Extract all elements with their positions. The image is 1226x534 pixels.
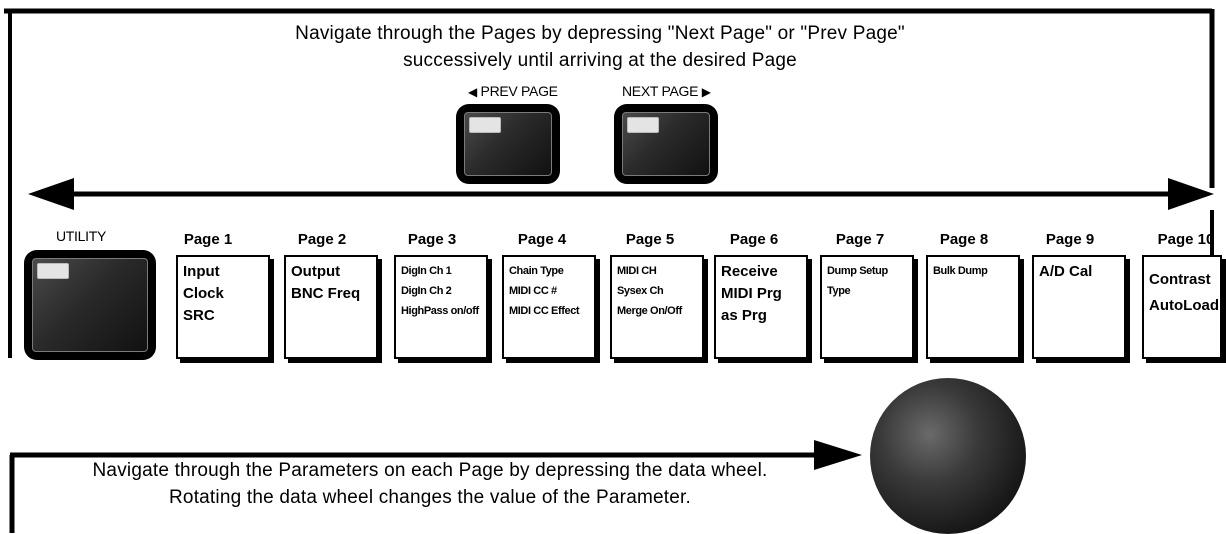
page-6-param: Receive: [721, 263, 778, 280]
page-6-title: Page 6: [729, 231, 779, 248]
page-7-title: Page 7: [835, 231, 885, 248]
page-8-title: Page 8: [939, 231, 989, 248]
page-1-param: SRC: [183, 307, 215, 324]
utility-button[interactable]: [24, 250, 156, 360]
page-5-box: MIDI CH Sysex Ch Merge On/Off: [610, 255, 704, 359]
page-3-param: DigIn Ch 2: [401, 285, 452, 297]
page-4-param: MIDI CC #: [509, 285, 557, 297]
page-2-param: BNC Freq: [291, 285, 361, 302]
page-4-title: Page 4: [517, 231, 567, 248]
page-10-title: Page 10: [1157, 231, 1215, 248]
bottom-instruction-line-1: Navigate through the Parameters on each …: [92, 460, 768, 481]
page-9-title: Page 9: [1045, 231, 1095, 248]
next-page-button[interactable]: [614, 104, 718, 184]
page-6-param: MIDI Prg: [721, 285, 782, 302]
page-9-box: A/D Cal: [1032, 255, 1126, 359]
page-4-param: MIDI CC Effect: [509, 305, 580, 317]
page-5-param: Merge On/Off: [617, 305, 682, 317]
page-1-param: Input: [183, 263, 220, 280]
page-3-param: DigIn Ch 1: [401, 265, 452, 277]
page-2-param: Output: [291, 263, 341, 280]
page-4-box: Chain Type MIDI CC # MIDI CC Effect: [502, 255, 596, 359]
top-instruction-line-2: successively until arriving at the desir…: [403, 50, 797, 71]
page-10-box: Contrast AutoLoad: [1142, 255, 1222, 359]
page-5-title: Page 5: [625, 231, 675, 248]
page-8-box: Bulk Dump: [926, 255, 1020, 359]
page-2-title: Page 2: [297, 231, 347, 248]
prev-page-label: ◀ PREV PAGE: [468, 83, 558, 99]
led-indicator: [627, 117, 659, 133]
page-6-box: Receive MIDI Prg as Prg: [714, 255, 808, 359]
page-2-box: Output BNC Freq: [284, 255, 378, 359]
page-7-param: Dump Setup: [827, 265, 888, 277]
bottom-instruction-line-2: Rotating the data wheel changes the valu…: [169, 487, 691, 508]
page-7-box: Dump Setup Type: [820, 255, 914, 359]
led-indicator: [469, 117, 501, 133]
page-8-param: Bulk Dump: [933, 265, 988, 277]
page-9-param: A/D Cal: [1039, 263, 1093, 280]
left-triangle-icon: ◀: [468, 85, 477, 99]
double-headed-arrow-icon: [28, 178, 1214, 210]
utility-label: UTILITY: [56, 228, 107, 244]
page-1-param: Clock: [183, 285, 224, 302]
next-page-label: NEXT PAGE ▶: [622, 83, 711, 99]
top-instructions: Navigate through the Pages by depressing…: [180, 20, 1020, 74]
parameter-arrow-icon: [9, 440, 862, 533]
page-10-param: Contrast: [1149, 271, 1211, 288]
next-page-text: NEXT PAGE: [622, 83, 699, 99]
page-10-param: AutoLoad: [1149, 297, 1219, 314]
right-triangle-icon: ▶: [701, 85, 711, 99]
page-5-param: Sysex Ch: [617, 285, 664, 297]
page-7-param: Type: [827, 285, 851, 297]
page-3-box: DigIn Ch 1 DigIn Ch 2 HighPass on/off: [394, 255, 488, 359]
data-wheel-icon[interactable]: [870, 378, 1026, 534]
page-4-param: Chain Type: [509, 265, 564, 277]
prev-page-text: PREV PAGE: [480, 83, 558, 99]
page-3-title: Page 3: [407, 231, 457, 248]
page-6-param: as Prg: [721, 307, 767, 324]
page-3-param: HighPass on/off: [401, 305, 479, 317]
bottom-instructions: Navigate through the Parameters on each …: [20, 457, 840, 511]
page-1-title: Page 1: [183, 231, 233, 248]
prev-page-button[interactable]: [456, 104, 560, 184]
page-1-box: Input Clock SRC: [176, 255, 270, 359]
led-indicator: [37, 263, 69, 279]
top-instruction-line-1: Navigate through the Pages by depressing…: [295, 23, 905, 44]
page-5-param: MIDI CH: [617, 265, 657, 277]
